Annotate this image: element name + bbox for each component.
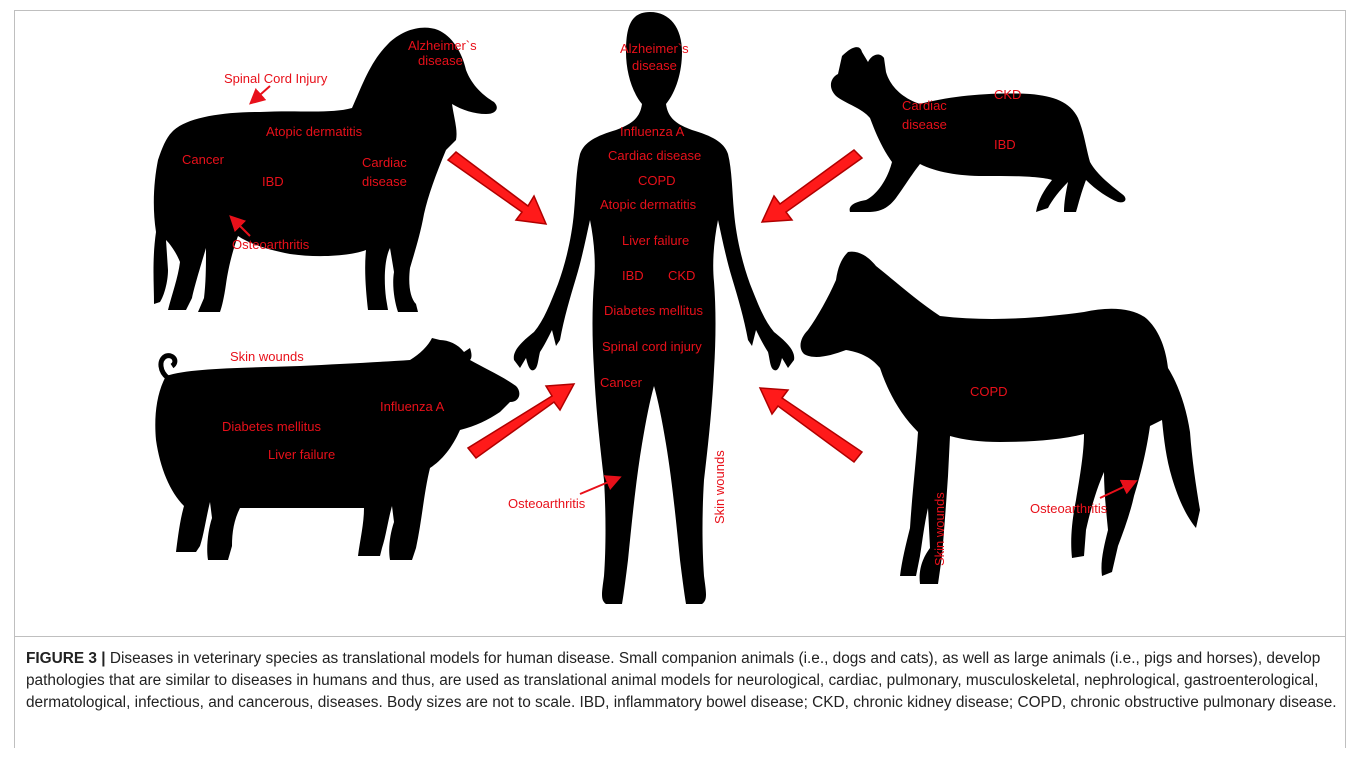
dog-label-atopic: Atopic dermatitis	[266, 124, 363, 139]
horse-label-copd: COPD	[970, 384, 1008, 399]
arrow-cat-to-human	[762, 150, 862, 222]
human-label-alzheimers-1: Alzheimer`s	[620, 41, 689, 56]
dog-label-cardiac-1: Cardiac	[362, 155, 407, 170]
cat-silhouette	[831, 47, 1126, 212]
pointer-dog-spinal	[252, 86, 270, 102]
human-label-spinal: Spinal cord injury	[602, 339, 702, 354]
dog-label-ibd: IBD	[262, 174, 284, 189]
cat-label-ckd: CKD	[994, 87, 1021, 102]
human-label-liver: Liver failure	[622, 233, 689, 248]
dog-label-alzheimers-1: Alzheimer`s	[408, 38, 477, 53]
dog-label-osteo: Osteoarthritis	[232, 237, 310, 252]
pig-label-skin: Skin wounds	[230, 349, 304, 364]
figure-caption: FIGURE 3 | Diseases in veterinary specie…	[26, 648, 1338, 714]
human-label-copd: COPD	[638, 173, 676, 188]
human-label-ckd: CKD	[668, 268, 695, 283]
human-label-alzheimers-2: disease	[632, 58, 677, 73]
figure-caption-label: FIGURE 3 |	[26, 650, 106, 667]
human-label-atopic: Atopic dermatitis	[600, 197, 697, 212]
cat-label-cardiac-1: Cardiac	[902, 98, 947, 113]
human-label-cancer: Cancer	[600, 375, 643, 390]
dog-label-spinal: Spinal Cord Injury	[224, 71, 328, 86]
dog-label-cardiac-2: disease	[362, 174, 407, 189]
arrow-dog-to-human	[448, 152, 546, 224]
dog-label-alzheimers-2: disease	[418, 53, 463, 68]
human-label-skin: Skin wounds	[712, 450, 727, 524]
cat-label-cardiac-2: disease	[902, 117, 947, 132]
pig-silhouette	[155, 338, 519, 560]
human-label-diabetes: Diabetes mellitus	[604, 303, 703, 318]
horse-label-skin: Skin wounds	[932, 492, 947, 566]
caption-divider	[14, 636, 1345, 637]
cat-label-ibd: IBD	[994, 137, 1016, 152]
horse-label-osteo: Osteoarthritis	[1030, 501, 1108, 516]
arrow-horse-to-human	[760, 388, 862, 462]
horse-silhouette	[801, 252, 1200, 584]
figure-illustration: Alzheimer`s disease Spinal Cord Injury A…	[0, 0, 1360, 636]
figure-caption-text: Diseases in veterinary species as transl…	[26, 650, 1337, 711]
human-label-influenza: Influenza A	[620, 124, 685, 139]
dog-label-cancer: Cancer	[182, 152, 225, 167]
pig-label-liver: Liver failure	[268, 447, 335, 462]
human-label-osteo: Osteoarthritis	[508, 496, 586, 511]
human-label-cardiac: Cardiac disease	[608, 148, 701, 163]
pig-label-diabetes: Diabetes mellitus	[222, 419, 321, 434]
pig-label-influenza: Influenza A	[380, 399, 445, 414]
human-label-ibd: IBD	[622, 268, 644, 283]
